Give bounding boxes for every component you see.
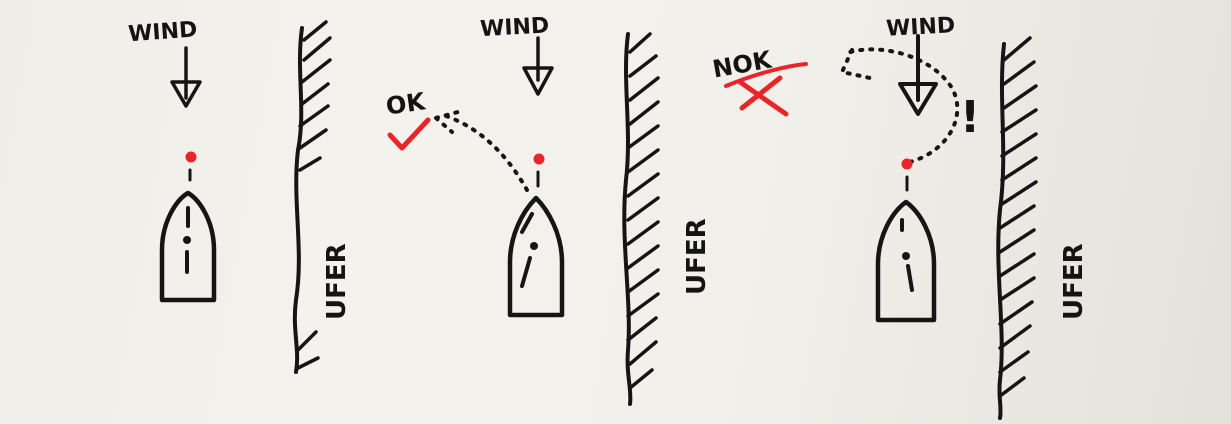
boat-icon: [510, 198, 562, 315]
buoy-icon: [902, 159, 913, 170]
wind-arrow-icon: [172, 48, 200, 106]
panel-3: WIND NOK ! UFER: [710, 13, 1089, 418]
shore-label: UFER: [682, 218, 712, 295]
buoy-icon: [534, 154, 545, 165]
panel-1: WIND UFER: [127, 17, 352, 372]
buoy-icon: [186, 152, 197, 163]
wind-label: WIND: [885, 13, 955, 42]
shore-line: [624, 34, 658, 404]
warning-mark: !: [960, 92, 980, 143]
tack-path-ok: [436, 112, 527, 190]
tack-path-nok: [842, 49, 957, 162]
cross-icon: [740, 78, 786, 114]
shore-label: UFER: [322, 243, 352, 320]
shore-label: UFER: [1059, 243, 1089, 320]
boat-icon: [162, 193, 214, 300]
wind-arrow-icon: [900, 36, 936, 114]
ok-label: OK: [384, 87, 428, 120]
check-icon: [390, 120, 428, 148]
wind-label: WIND: [127, 17, 198, 47]
boat-icon: [878, 202, 934, 320]
wind-arrow-icon: [524, 38, 552, 94]
panel-2: WIND OK UFER: [384, 13, 712, 404]
shore-line: [998, 38, 1036, 418]
